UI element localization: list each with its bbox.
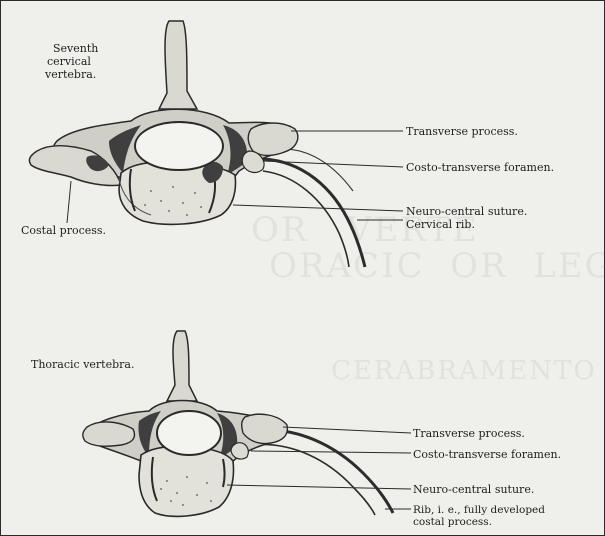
label-cervical-costo-transverse-foramen: Costo-transverse foramen. [406, 161, 554, 174]
cervical-title-line-3: vertebra. [44, 68, 96, 81]
label-costal-process: Costal process. [21, 224, 106, 237]
cervical-title: Seventh cervical vertebra. [44, 42, 98, 81]
label-thoracic-rib-line-2: costal process. [413, 516, 492, 528]
label-thoracic-rib-line-1: Rib, i. e., fully developed [413, 504, 545, 516]
label-thoracic-transverse-process: Transverse process. [413, 427, 525, 440]
label-cervical-rib: Cervical rib. [406, 218, 475, 231]
bleed-through-text: OR VERTE ORACIC OR LEGO CERABRAMENTO [251, 210, 604, 386]
cervical-title-line-1: Seventh [53, 42, 98, 55]
label-cervical-transverse-process: Transverse process. [406, 125, 518, 138]
thoracic-title: Thoracic vertebra. [31, 358, 134, 371]
cervical-title-line-2: cervical [47, 55, 91, 68]
svg-text:CERABRAMENTO: CERABRAMENTO [331, 356, 597, 386]
label-cervical-neuro-central-suture: Neuro-central suture. [406, 205, 527, 218]
label-thoracic-costo-transverse-foramen: Costo-transverse foramen. [413, 448, 561, 461]
svg-text:ORACIC OR LEGO: ORACIC OR LEGO [269, 246, 604, 286]
label-thoracic-neuro-central-suture: Neuro-central suture. [413, 483, 534, 496]
